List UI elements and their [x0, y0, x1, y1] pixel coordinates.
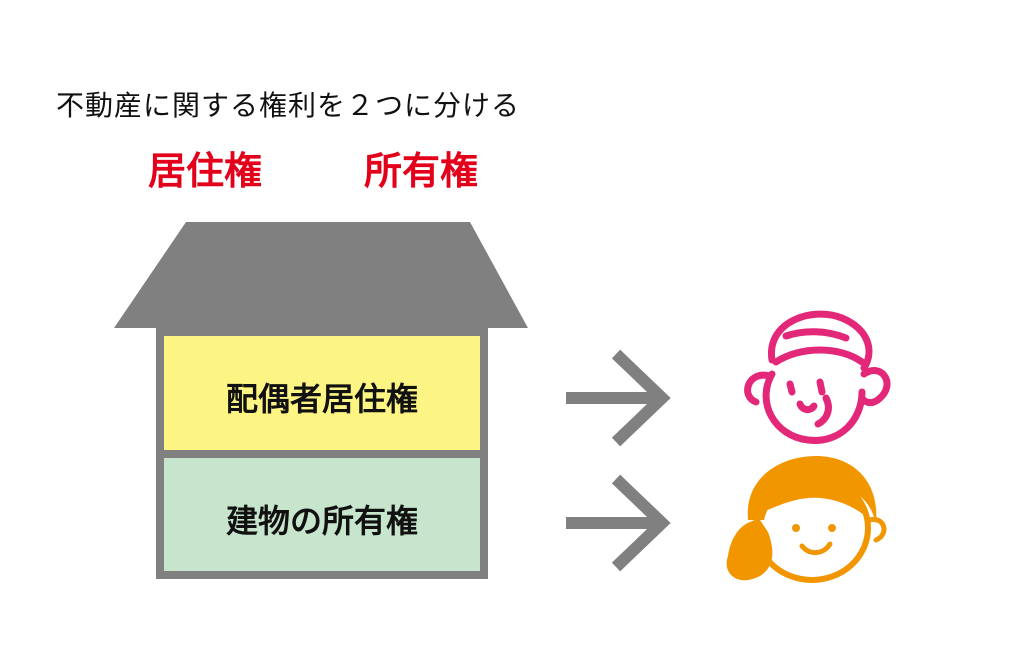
upper-floor: [164, 336, 480, 450]
residence-right-label: 居住権: [148, 149, 263, 193]
girl-face-icon: [726, 456, 887, 583]
diagram-heading: 不動産に関する権利を２つに分ける: [56, 89, 521, 122]
building-ownership-text: 建物の所有権: [225, 502, 418, 540]
house-icon: [114, 222, 528, 579]
house-roof: [114, 222, 528, 328]
ownership-right-label: 所有権: [364, 149, 479, 193]
lower-floor: [164, 458, 480, 571]
arrow-right-icon: [566, 349, 671, 447]
elderly-woman-face-icon: [744, 310, 891, 444]
arrow-right-icon: [566, 474, 671, 572]
spouse-residence-right-text: 配偶者居住権: [225, 380, 418, 418]
